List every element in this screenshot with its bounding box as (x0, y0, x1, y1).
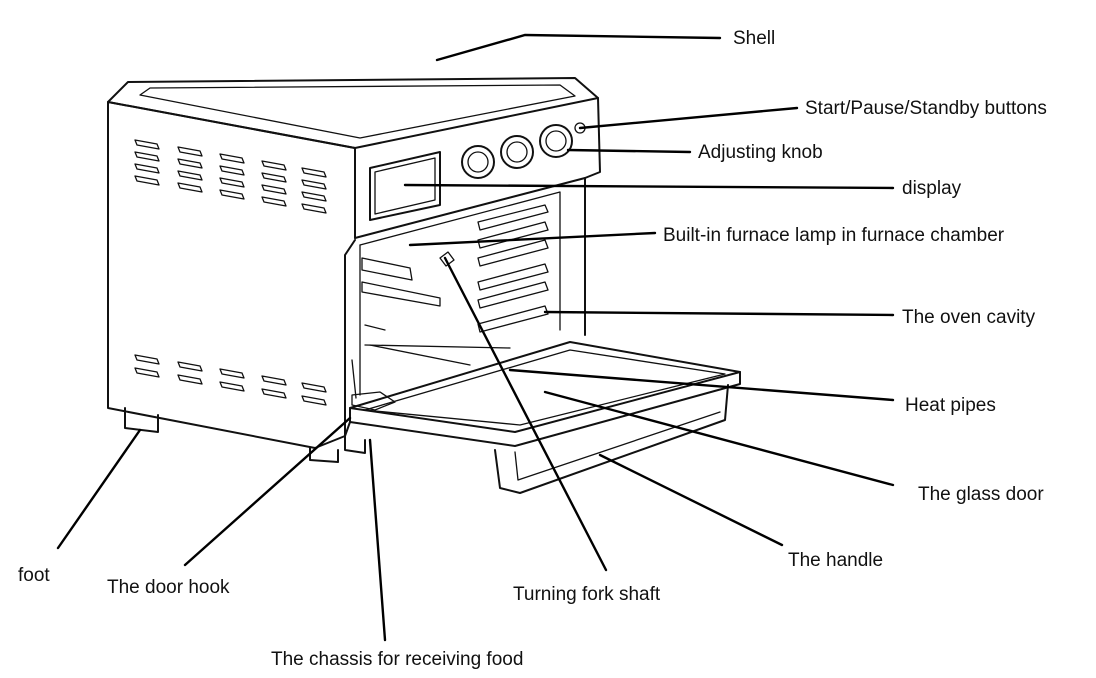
vent-slot (301, 203, 327, 214)
door-hook (351, 359, 396, 411)
label-door-hook: The door hook (107, 577, 230, 598)
label-chassis: The chassis for receiving food (271, 649, 523, 670)
vent-slot (134, 354, 160, 365)
label-glass-door: The glass door (918, 484, 1044, 505)
label-lamp: Built-in furnace lamp in furnace chamber (663, 225, 1005, 246)
vent-slot (261, 196, 287, 207)
vent-slot (134, 175, 160, 186)
vent-slot (219, 165, 245, 176)
side-vents (134, 139, 327, 406)
vent-slot (177, 361, 203, 372)
vent-slot (261, 388, 287, 399)
oven-cavity (359, 191, 561, 396)
label-foot: foot (18, 565, 50, 586)
vent-slot (134, 139, 160, 150)
label-fork-shaft: Turning fork shaft (513, 584, 661, 605)
label-cavity: The oven cavity (902, 307, 1036, 328)
label-buttons: Start/Pause/Standby buttons (805, 98, 1047, 119)
vent-slot (134, 367, 160, 378)
vent-slot (177, 158, 203, 169)
label-display: display (902, 178, 962, 199)
vent-slot (177, 146, 203, 157)
vent-slot (177, 182, 203, 193)
glass-door (344, 341, 741, 447)
vent-slot (219, 153, 245, 164)
vent-slot (134, 163, 160, 174)
oven-shell (107, 77, 601, 449)
vent-slot (177, 170, 203, 181)
label-shell: Shell (733, 28, 775, 49)
label-knob: Adjusting knob (698, 142, 823, 163)
control-knobs (461, 122, 586, 179)
vent-slot (261, 375, 287, 386)
vent-slot (177, 374, 203, 385)
label-heat-pipes: Heat pipes (905, 395, 996, 416)
callout-labels: Shell Start/Pause/Standby buttons Adjust… (18, 28, 1047, 670)
door-handle (494, 384, 729, 494)
vent-slot (219, 177, 245, 188)
vent-slot (301, 179, 327, 190)
vent-slot (261, 160, 287, 171)
label-handle: The handle (788, 550, 883, 571)
display-window (369, 151, 441, 221)
vent-slot (261, 172, 287, 183)
vent-slot (301, 167, 327, 178)
vent-slot (301, 382, 327, 393)
vent-slot (261, 184, 287, 195)
vent-slot (219, 189, 245, 200)
vent-slot (301, 191, 327, 202)
leader-lines (56, 33, 895, 642)
vent-slot (134, 151, 160, 162)
vent-slot (219, 368, 245, 379)
vent-slot (301, 395, 327, 406)
vent-slot (219, 381, 245, 392)
